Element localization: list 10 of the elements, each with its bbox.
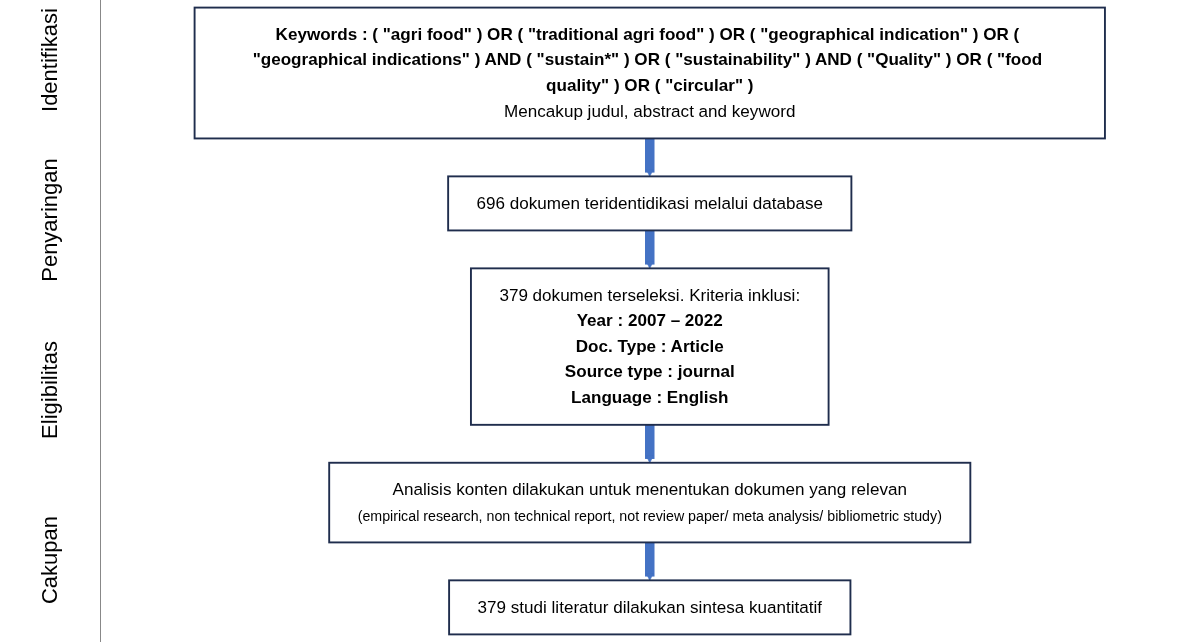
node-box: 379 studi literatur dilakukan sintesa kuantitatif <box>448 579 852 636</box>
phase-label: Cakupan <box>37 515 63 605</box>
phase-label: Identifikasi <box>37 8 63 112</box>
node-box: 696 dokumen teridentidikasi melalui database <box>447 175 853 232</box>
node-box: 379 dokumen terseleksi. Kriteria inklusi: Year : 2007 – 2022 Doc. Type : Article Source type : journal Language : English <box>470 267 830 426</box>
node-box: Keywords : ( "agri food" ) OR ( "traditional agri food" ) OR ( "geographical indication" ) OR ( "geographical indications" ) AND ( "sustain*" ) OR ( "sustainability" ) AND ( "Quality" ) OR ( "food quality" ) OR ( "circular" ) Mencakup judul, abstract and keyword <box>193 6 1107 140</box>
arrow <box>645 423 655 464</box>
phase-label: Penyaringan <box>37 158 63 282</box>
phase-label: Eligibilitas <box>37 341 63 439</box>
node-box: Analisis konten dilakukan untuk menentukan dokumen yang relevan (empirical research, non technical report, not review paper/ meta analysis/ bibliometric study) <box>328 461 972 544</box>
